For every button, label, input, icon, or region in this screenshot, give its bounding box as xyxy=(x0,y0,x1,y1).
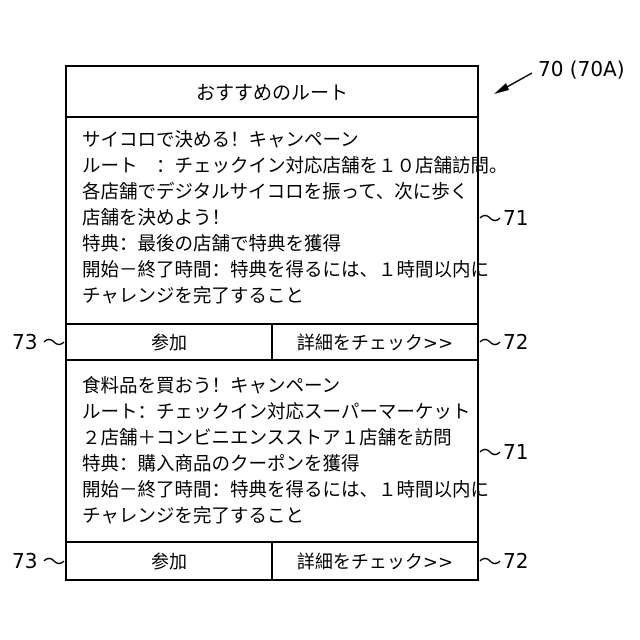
card-line: ルート ：チェックイン対応店舗を１０店舗訪問。 xyxy=(82,154,474,180)
card-actions: 参加 詳細をチェック>> xyxy=(67,541,477,579)
ref-label-card-text: 71 xyxy=(503,208,528,228)
ref-label-screen: 70 (70A) xyxy=(538,59,625,79)
card-line: チャレンジを完了すること xyxy=(82,284,474,310)
card-line: 特典：最後の店舗で特典を獲得 xyxy=(82,232,474,258)
ref-label-details-button: 72 xyxy=(503,551,528,571)
panel-title: おすすめのルート xyxy=(67,67,477,118)
join-button[interactable]: 参加 xyxy=(67,543,273,579)
ref-label-join-button: 73 xyxy=(12,551,37,571)
card-line: 各店舗でデジタルサイコロを振って、次に歩く xyxy=(82,180,474,206)
card-line: ルート：チェックイン対応スーパーマーケット xyxy=(82,400,474,426)
card-line: 開始－終了時間：特典を得るには、１時間以内に xyxy=(82,478,474,504)
card-line: サイコロで決める！キャンペーン xyxy=(82,128,474,154)
card-line: チャレンジを完了すること xyxy=(82,504,474,530)
ref-label-card-text: 71 xyxy=(503,442,528,462)
campaign-card-text: サイコロで決める！キャンペーン ルート ：チェックイン対応店舗を１０店舗訪問。 … xyxy=(82,128,474,310)
join-button[interactable]: 参加 xyxy=(67,325,273,359)
ref-label-details-button: 72 xyxy=(503,332,528,352)
ref-label-join-button: 73 xyxy=(12,332,37,352)
card-line: 開始－終了時間：特典を得るには、１時間以内に xyxy=(82,258,474,284)
details-button[interactable]: 詳細をチェック>> xyxy=(273,325,477,359)
details-button[interactable]: 詳細をチェック>> xyxy=(273,543,477,579)
card-line: ２店舗＋コンビニエンスストア１店舗を訪問 xyxy=(82,426,474,452)
card-line: 食料品を買おう！キャンペーン xyxy=(82,374,474,400)
card-line: 特典：購入商品のクーポンを獲得 xyxy=(82,452,474,478)
card-actions: 参加 詳細をチェック>> xyxy=(67,323,477,361)
campaign-card-text: 食料品を買おう！キャンペーン ルート：チェックイン対応スーパーマーケット ２店舗… xyxy=(82,374,474,530)
recommended-routes-panel: おすすめのルート サイコロで決める！キャンペーン ルート ：チェックイン対応店舗… xyxy=(65,65,479,581)
card-line: 店舗を決めよう！ xyxy=(82,206,474,232)
